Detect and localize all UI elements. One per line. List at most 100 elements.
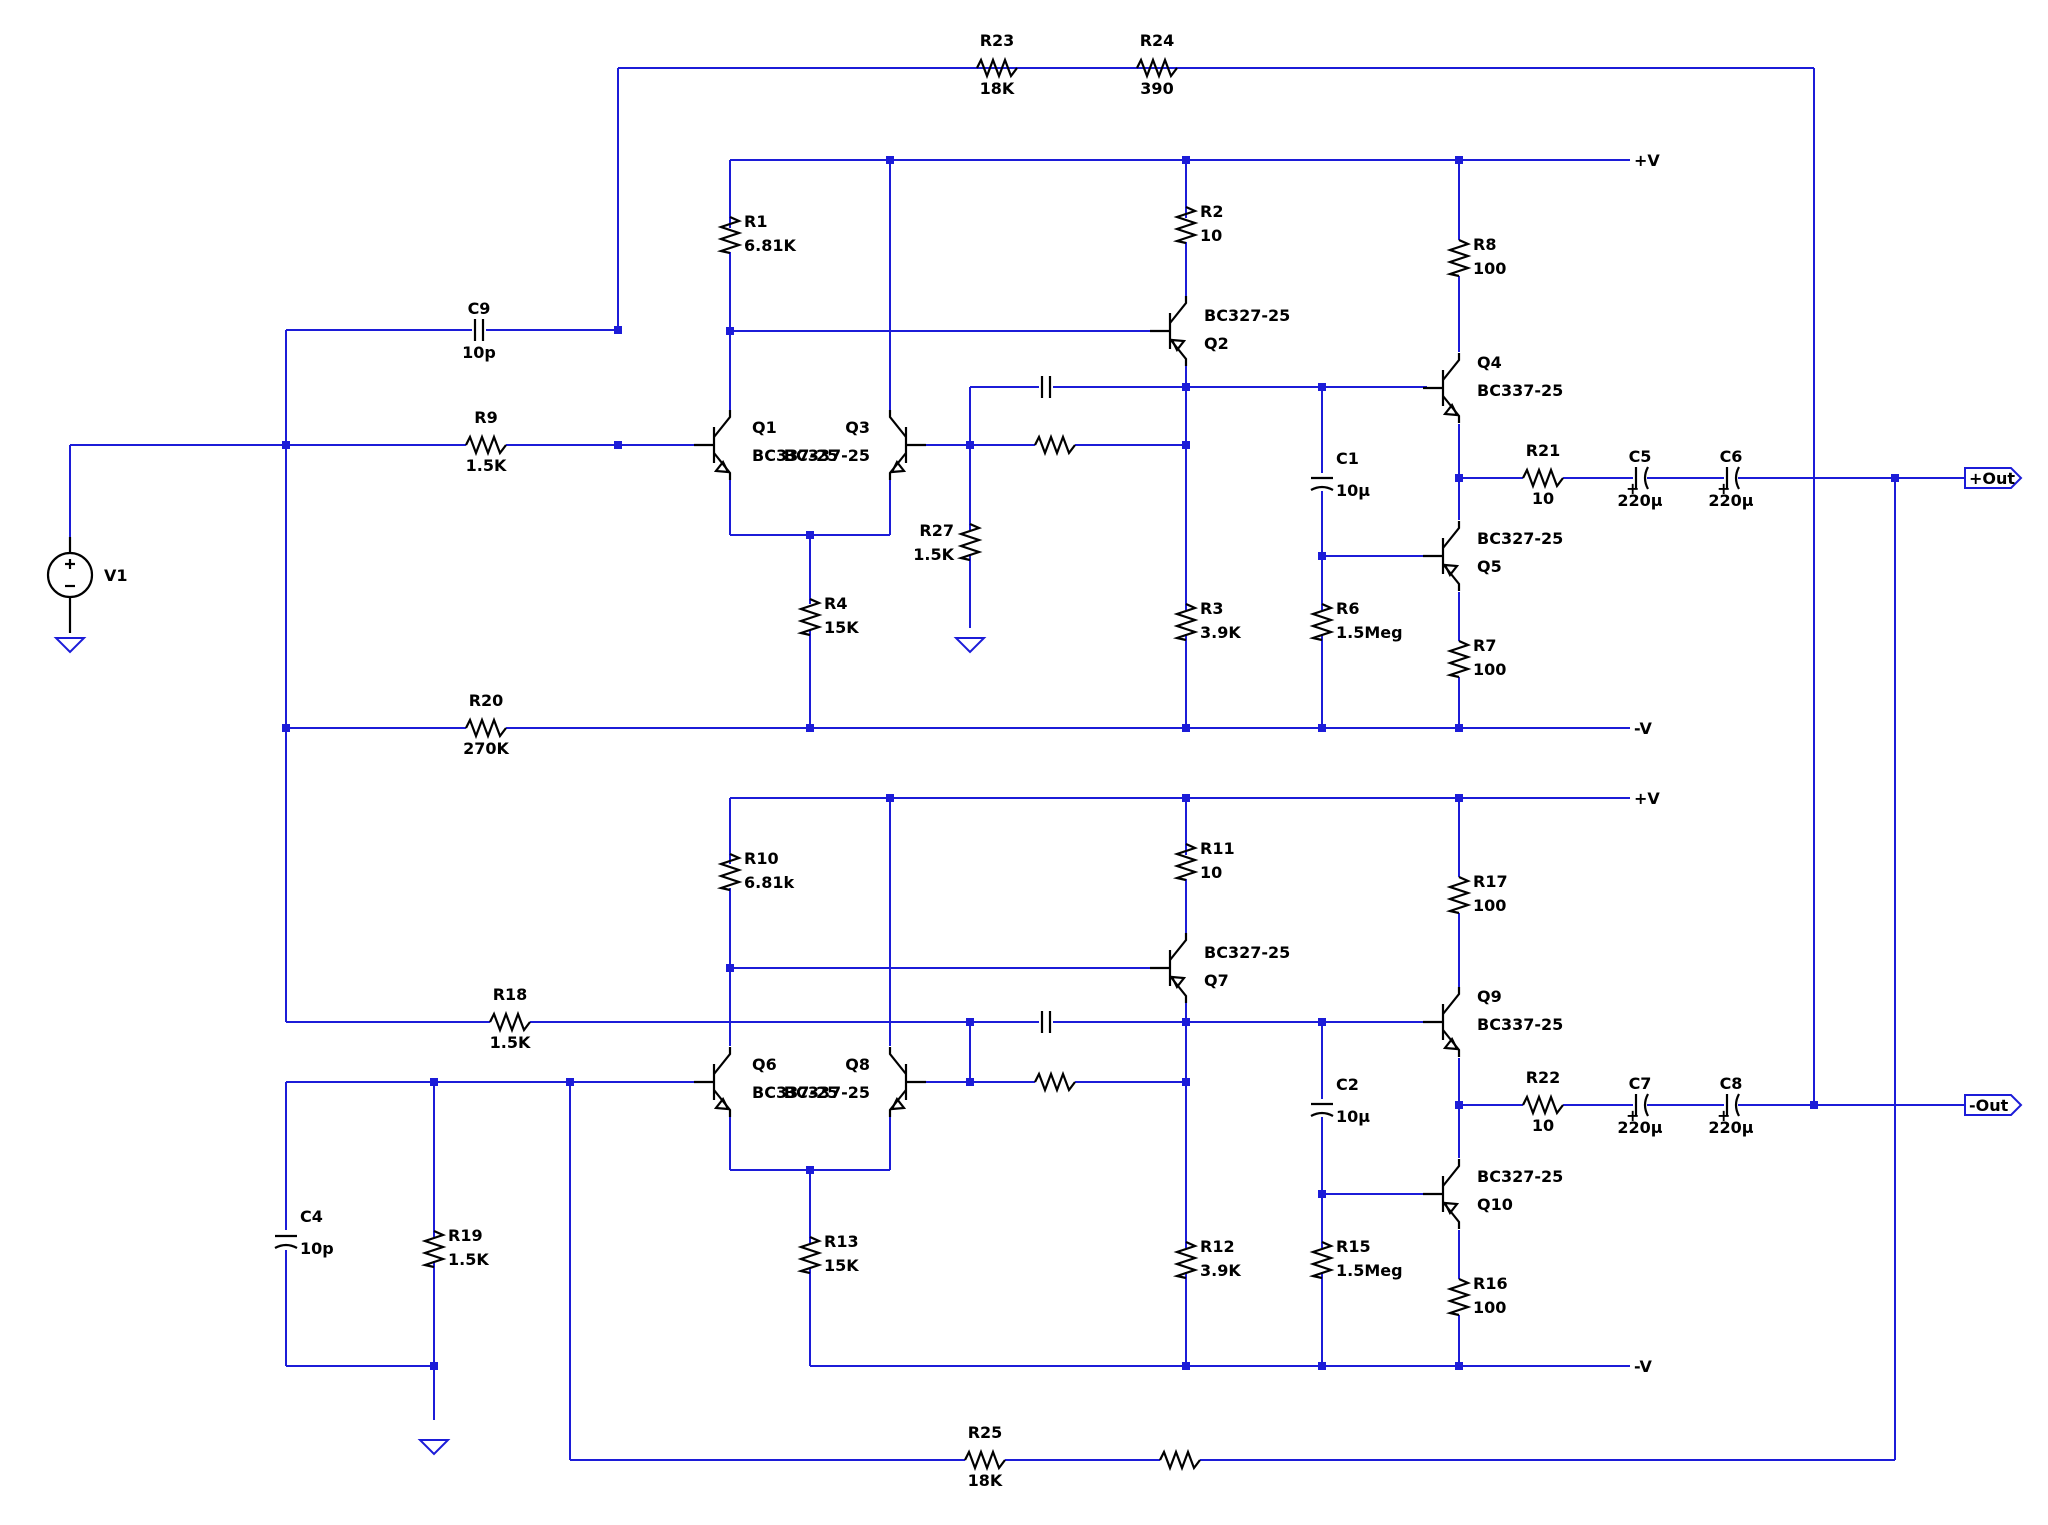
ground-icon xyxy=(417,1439,451,1456)
polarity-plus-icon: + xyxy=(1717,479,1730,498)
junction-dot xyxy=(1455,724,1463,732)
supply-symbols: +V-V+V-V+Out-Out xyxy=(53,151,2023,1456)
transistor-emitter xyxy=(888,1089,907,1117)
emitter-arrow-icon xyxy=(1443,1201,1460,1216)
component-name: R1 xyxy=(744,212,767,231)
component-value: 10 xyxy=(1532,489,1554,508)
component-r9[interactable]: R9 1.5K xyxy=(465,408,507,475)
transistor-collector xyxy=(713,410,732,438)
junction-dot xyxy=(1455,1362,1463,1370)
capacitor-plate xyxy=(1643,1093,1649,1117)
junction-dot xyxy=(1182,1362,1190,1370)
component-value: 100 xyxy=(1473,259,1506,278)
component-r1[interactable]: R16.81K xyxy=(716,212,796,255)
emitter-arrow-icon xyxy=(890,1096,907,1111)
component-name: Q1 xyxy=(752,418,777,437)
component-name: R19 xyxy=(448,1226,483,1245)
rail-label: -V xyxy=(1634,1357,1652,1376)
component-value: 220µ xyxy=(1708,491,1753,510)
junction-dot xyxy=(1318,1190,1326,1198)
component-name: Q6 xyxy=(752,1055,777,1074)
resistor-symbol xyxy=(964,1448,1006,1472)
component-name: R18 xyxy=(493,985,528,1004)
component-name: C2 xyxy=(1336,1075,1359,1094)
component-v1[interactable]: V1 xyxy=(46,537,128,633)
component-value: BC337-25 xyxy=(1477,1015,1563,1034)
emitter-arrow-icon xyxy=(1443,563,1460,578)
component-cm2[interactable] xyxy=(1040,1011,1052,1033)
component-name: R17 xyxy=(1473,872,1508,891)
output-port-label: +Out xyxy=(1969,469,2015,488)
component-value: 15K xyxy=(824,618,859,637)
resistor-symbol xyxy=(1136,56,1178,80)
capacitor-plate xyxy=(1734,466,1740,490)
junction-dot xyxy=(1891,474,1899,482)
component-cm1[interactable] xyxy=(1040,376,1052,398)
component-name: Q4 xyxy=(1477,353,1502,372)
component-value: 1.5K xyxy=(466,456,507,475)
component-value: BC337-25 xyxy=(1477,381,1563,400)
component-rfb2[interactable] xyxy=(1034,1070,1076,1094)
component-r6[interactable]: R61.5Meg xyxy=(1308,599,1403,642)
component-value: BC337-25 xyxy=(752,1083,838,1102)
junction-dot xyxy=(726,964,734,972)
resistor-symbol xyxy=(1445,238,1472,278)
component-value: BC337-25 xyxy=(784,446,870,465)
junction-dot xyxy=(1318,1018,1326,1026)
component-c2[interactable]: C2 10µ xyxy=(1310,1075,1370,1126)
component-r3[interactable]: R33.9K xyxy=(1172,599,1241,642)
component-name: R9 xyxy=(474,408,497,427)
resistor-symbol xyxy=(1172,842,1199,882)
component-value: 10µ xyxy=(1336,1107,1370,1126)
component-name: R13 xyxy=(824,1232,859,1251)
component-value: BC327-25 xyxy=(1204,943,1290,962)
transistor-collector xyxy=(1442,987,1461,1015)
component-rfb1[interactable] xyxy=(1034,433,1076,457)
component-name: R24 xyxy=(1140,31,1175,50)
component-rfb3[interactable] xyxy=(1159,1448,1201,1472)
output-port-icon xyxy=(1964,1094,2023,1116)
junction-dot xyxy=(1318,552,1326,560)
component-name: R15 xyxy=(1336,1237,1371,1256)
component-name: C8 xyxy=(1720,1074,1743,1093)
junction-dot xyxy=(1182,794,1190,802)
